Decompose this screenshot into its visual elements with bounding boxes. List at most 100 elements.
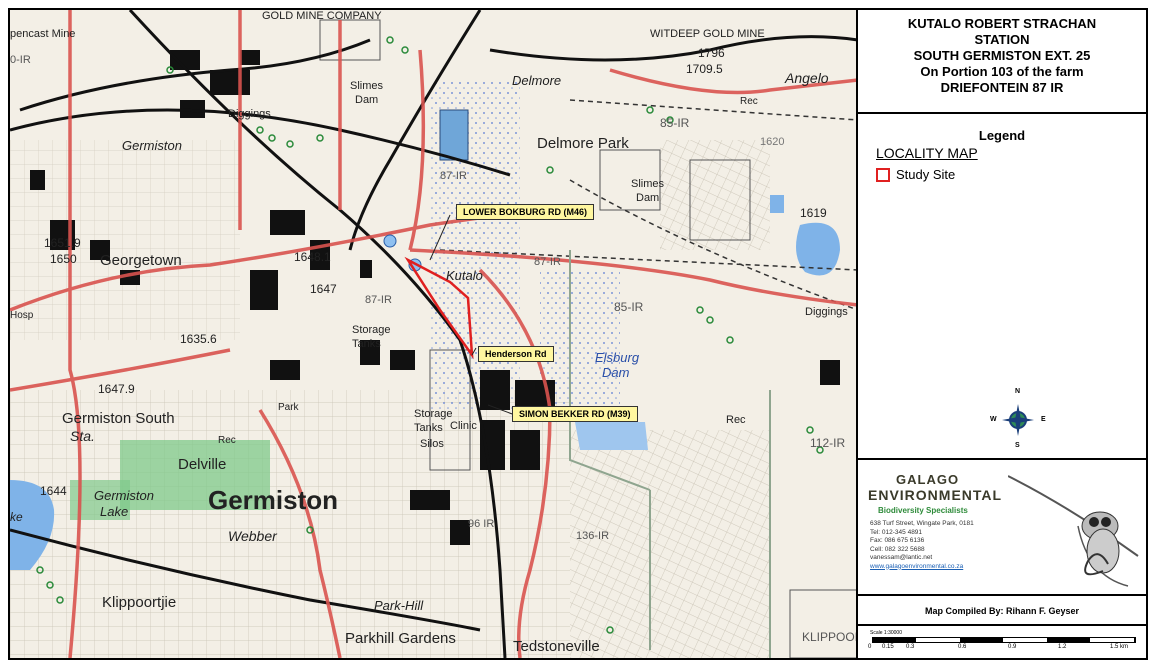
label-opencast: pencast Mine: [10, 28, 76, 40]
scale-tick: 0.3: [906, 644, 915, 650]
label-gold-mine: GOLD MINE COMPANY: [262, 10, 382, 22]
logo-name-2: ENVIRONMENTAL: [868, 487, 1003, 503]
title-line-5: DRIEFONTEIN 87 IR: [940, 80, 1064, 95]
scale-bar-graphic: [872, 637, 1136, 643]
label-height-1635: 1635.6: [180, 332, 217, 346]
label-rec-2: Rec: [726, 414, 746, 426]
label-height-1644: 1644: [40, 484, 67, 498]
compass-rose-icon: N S W E: [990, 388, 1046, 449]
label-germiston-lake-2: Lake: [100, 504, 129, 519]
label-park-hill: Park-Hill: [374, 598, 424, 613]
label-webber: Webber: [228, 528, 277, 544]
locality-map[interactable]: Germiston Germiston Georgetown Germiston…: [10, 10, 858, 658]
label-ir87-a: 87-IR: [440, 170, 467, 182]
label-height-1648: 1648.1: [294, 250, 331, 264]
road-label-henderson: Henderson Rd: [478, 346, 554, 362]
label-slimes-dam-2: Dam: [636, 192, 660, 204]
legend-item-label: Study Site: [896, 167, 956, 182]
label-height-1709: 1709.5: [686, 62, 723, 76]
label-slimes-2: Slimes: [631, 178, 665, 190]
logo-email: vanessam@lantic.net: [870, 554, 933, 561]
label-ir0: 0-IR: [10, 54, 31, 66]
map-frame: [8, 8, 1148, 660]
road-label-simon-bekker: SIMON BEKKER RD (M39): [512, 406, 638, 422]
label-rec-3: Rec: [218, 435, 236, 446]
label-germiston-lake-1: Germiston: [94, 488, 154, 503]
label-height-1619: 1619: [800, 206, 827, 220]
map-base-svg: [10, 10, 858, 658]
scale-tick: 0.15: [882, 644, 894, 650]
label-kutalo: Kutalo: [446, 268, 483, 283]
label-tedstoneville: Tedstoneville: [513, 638, 600, 655]
title-line-2: STATION: [974, 32, 1030, 47]
scale-tick: 0.6: [958, 644, 967, 650]
label-delville: Delville: [178, 456, 227, 473]
label-diggings-1: Diggings: [228, 108, 271, 120]
label-silos: Silos: [420, 438, 444, 450]
scale-tick: 1.2: [1058, 644, 1067, 650]
title-line-4: On Portion 103 of the farm: [920, 64, 1084, 79]
label-storage-2: Storage: [414, 408, 453, 420]
label-ir85-b: 85-IR: [614, 300, 644, 314]
label-ir85-a: 85-IR: [660, 116, 690, 130]
label-height-1651: 1651.9: [44, 236, 81, 250]
legend-panel: Legend LOCALITY MAP Study Site N S W E: [858, 114, 1146, 460]
label-ir136: 136-IR: [576, 530, 610, 542]
label-germiston-north: Germiston: [122, 138, 182, 153]
label-hosp: Hosp: [10, 310, 34, 321]
panel-divider: [856, 10, 858, 658]
label-lake-edge: ke: [10, 510, 23, 524]
compass-e: E: [1041, 416, 1046, 423]
label-height-1647-9: 1647.9: [98, 382, 135, 396]
label-slimes-1: Slimes: [350, 80, 384, 92]
label-germiston: Germiston: [208, 485, 339, 515]
label-height-1796: 1796: [698, 46, 725, 60]
logo-fax: Fax: 086 675 6136: [870, 537, 925, 544]
label-germiston-south: Germiston South: [62, 410, 175, 427]
label-elsburg: Elsburg: [595, 350, 640, 365]
scale-label: Scale 1:30000: [870, 630, 902, 636]
label-ir112: 112-IR: [810, 436, 846, 450]
logo-cell: Cell: 082 322 5688: [870, 545, 925, 553]
legend-heading: Legend: [978, 128, 1026, 143]
label-slimes-dam-1: Dam: [355, 94, 379, 106]
label-height-1647: 1647: [310, 282, 337, 296]
road-label-lower-bokburg: LOWER BOKBURG RD (M46): [456, 204, 594, 220]
label-height-1620: 1620: [760, 136, 785, 148]
logo-web-link[interactable]: www.galagoenvironmental.co.za: [870, 562, 964, 570]
label-park: Park: [278, 402, 299, 413]
label-ir87-b: 87-IR: [365, 294, 392, 306]
logo-tagline: Biodiversity Specialists: [878, 506, 968, 515]
logo-address: 638 Turf Street, Wingate Park, 0181: [870, 520, 974, 527]
scale-tick: 0: [868, 644, 872, 650]
label-delmore: Delmore: [512, 73, 562, 88]
scale-tick: 1.5 km: [1110, 644, 1129, 650]
label-height-1650: 1650: [50, 252, 77, 266]
galago-illustration-icon: [1008, 475, 1139, 587]
logo-name-1: GALAGO: [896, 472, 960, 487]
scale-bar: Scale 1:30000 0 0.15 0.3 0.6 0.9 1.2 1.5…: [858, 626, 1146, 658]
label-klippoortjie: Klippoortjie: [102, 594, 177, 611]
label-angelo: Angelo: [785, 70, 829, 86]
label-klippoor: KLIPPOOR: [802, 630, 858, 644]
scale-tick: 0.9: [1008, 644, 1017, 650]
label-sta: Sta.: [70, 428, 95, 444]
label-tanks-2: Tanks: [414, 422, 443, 434]
label-parkhill-gardens: Parkhill Gardens: [345, 630, 456, 647]
study-site-swatch-icon: [876, 167, 890, 182]
logo-tel: Tel: 012-345 4891: [870, 528, 923, 536]
title-panel: KUTALO ROBERT STRACHAN STATION SOUTH GER…: [858, 10, 1146, 114]
compiled-by: Map Compiled By: Rihann F. Geyser: [858, 596, 1146, 626]
label-elsburg-dam: Dam: [602, 365, 630, 380]
title-line-3: SOUTH GERMISTON EXT. 25: [913, 48, 1091, 63]
legend-item-study-site: Study Site: [876, 167, 1146, 182]
label-ir96: 96 IR: [468, 518, 495, 530]
label-witdeep: WITDEEP GOLD MINE: [650, 28, 765, 40]
title-line-1: KUTALO ROBERT STRACHAN: [907, 16, 1097, 31]
logo-contact: 638 Turf Street, Wingate Park, 0181 Tel:…: [870, 520, 974, 571]
legend-subheading: LOCALITY MAP: [876, 145, 978, 161]
label-storage-1: Storage: [352, 324, 391, 336]
study-site-outline: [404, 256, 474, 360]
label-rec-1: Rec: [740, 96, 758, 107]
compass-n: N: [1015, 388, 1021, 395]
